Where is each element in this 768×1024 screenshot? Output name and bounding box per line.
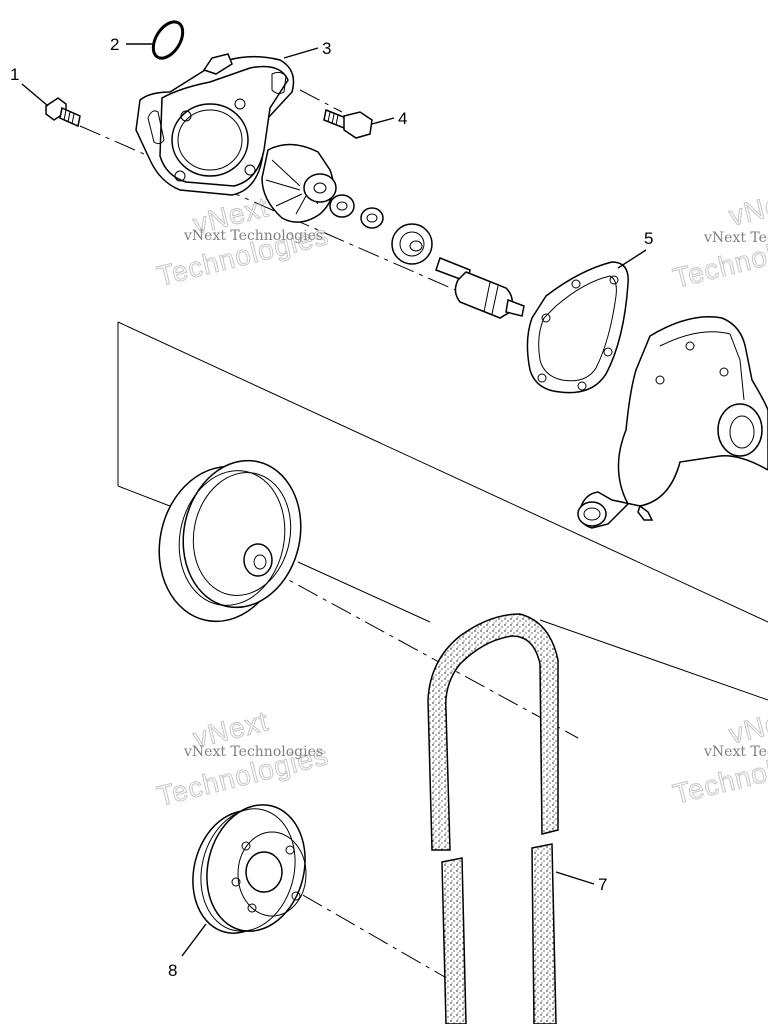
svg-text:vNext Technologies: vNext Technologies	[183, 744, 323, 760]
svg-text:vNext: vNext	[726, 183, 768, 232]
callout-2: 2	[110, 35, 119, 54]
svg-text:vNext Technologies: vNext Technologies	[703, 744, 768, 760]
callout-3: 3	[322, 39, 331, 58]
callout-7: 7	[598, 875, 607, 894]
callout-8: 8	[168, 961, 177, 980]
leader-lines	[21, 43, 647, 957]
drive-belt-part-7	[427, 613, 559, 1024]
watermark-bottom-right: vNext vNext Technologies Technologies	[669, 701, 768, 811]
bolt-part-1	[45, 97, 81, 128]
shaft-bearing	[435, 257, 525, 319]
callout-5: 5	[644, 229, 653, 248]
crank-pulley-part-8	[192, 804, 307, 934]
callout-1: 1	[10, 65, 19, 84]
watermark-bottom-left: vNext vNext Technologies Technologies	[153, 705, 332, 813]
water-pump-pulley	[158, 459, 302, 623]
svg-text:vNext Technologies: vNext Technologies	[703, 230, 768, 246]
section-frame	[117, 321, 768, 701]
bolt-part-4	[323, 108, 373, 139]
watermark-top-right: vNext vNext Technologies Technologies	[669, 183, 768, 295]
gasket-part-5	[526, 261, 629, 394]
callout-4: 4	[398, 109, 407, 128]
seal-set	[329, 194, 433, 265]
svg-text:vNext Technologies: vNext Technologies	[183, 228, 323, 244]
water-pump-body	[577, 316, 768, 529]
pump-cover-part-3	[135, 53, 295, 196]
impeller	[261, 143, 337, 223]
svg-text:vNext: vNext	[726, 701, 768, 750]
o-ring-part-2	[151, 20, 185, 60]
